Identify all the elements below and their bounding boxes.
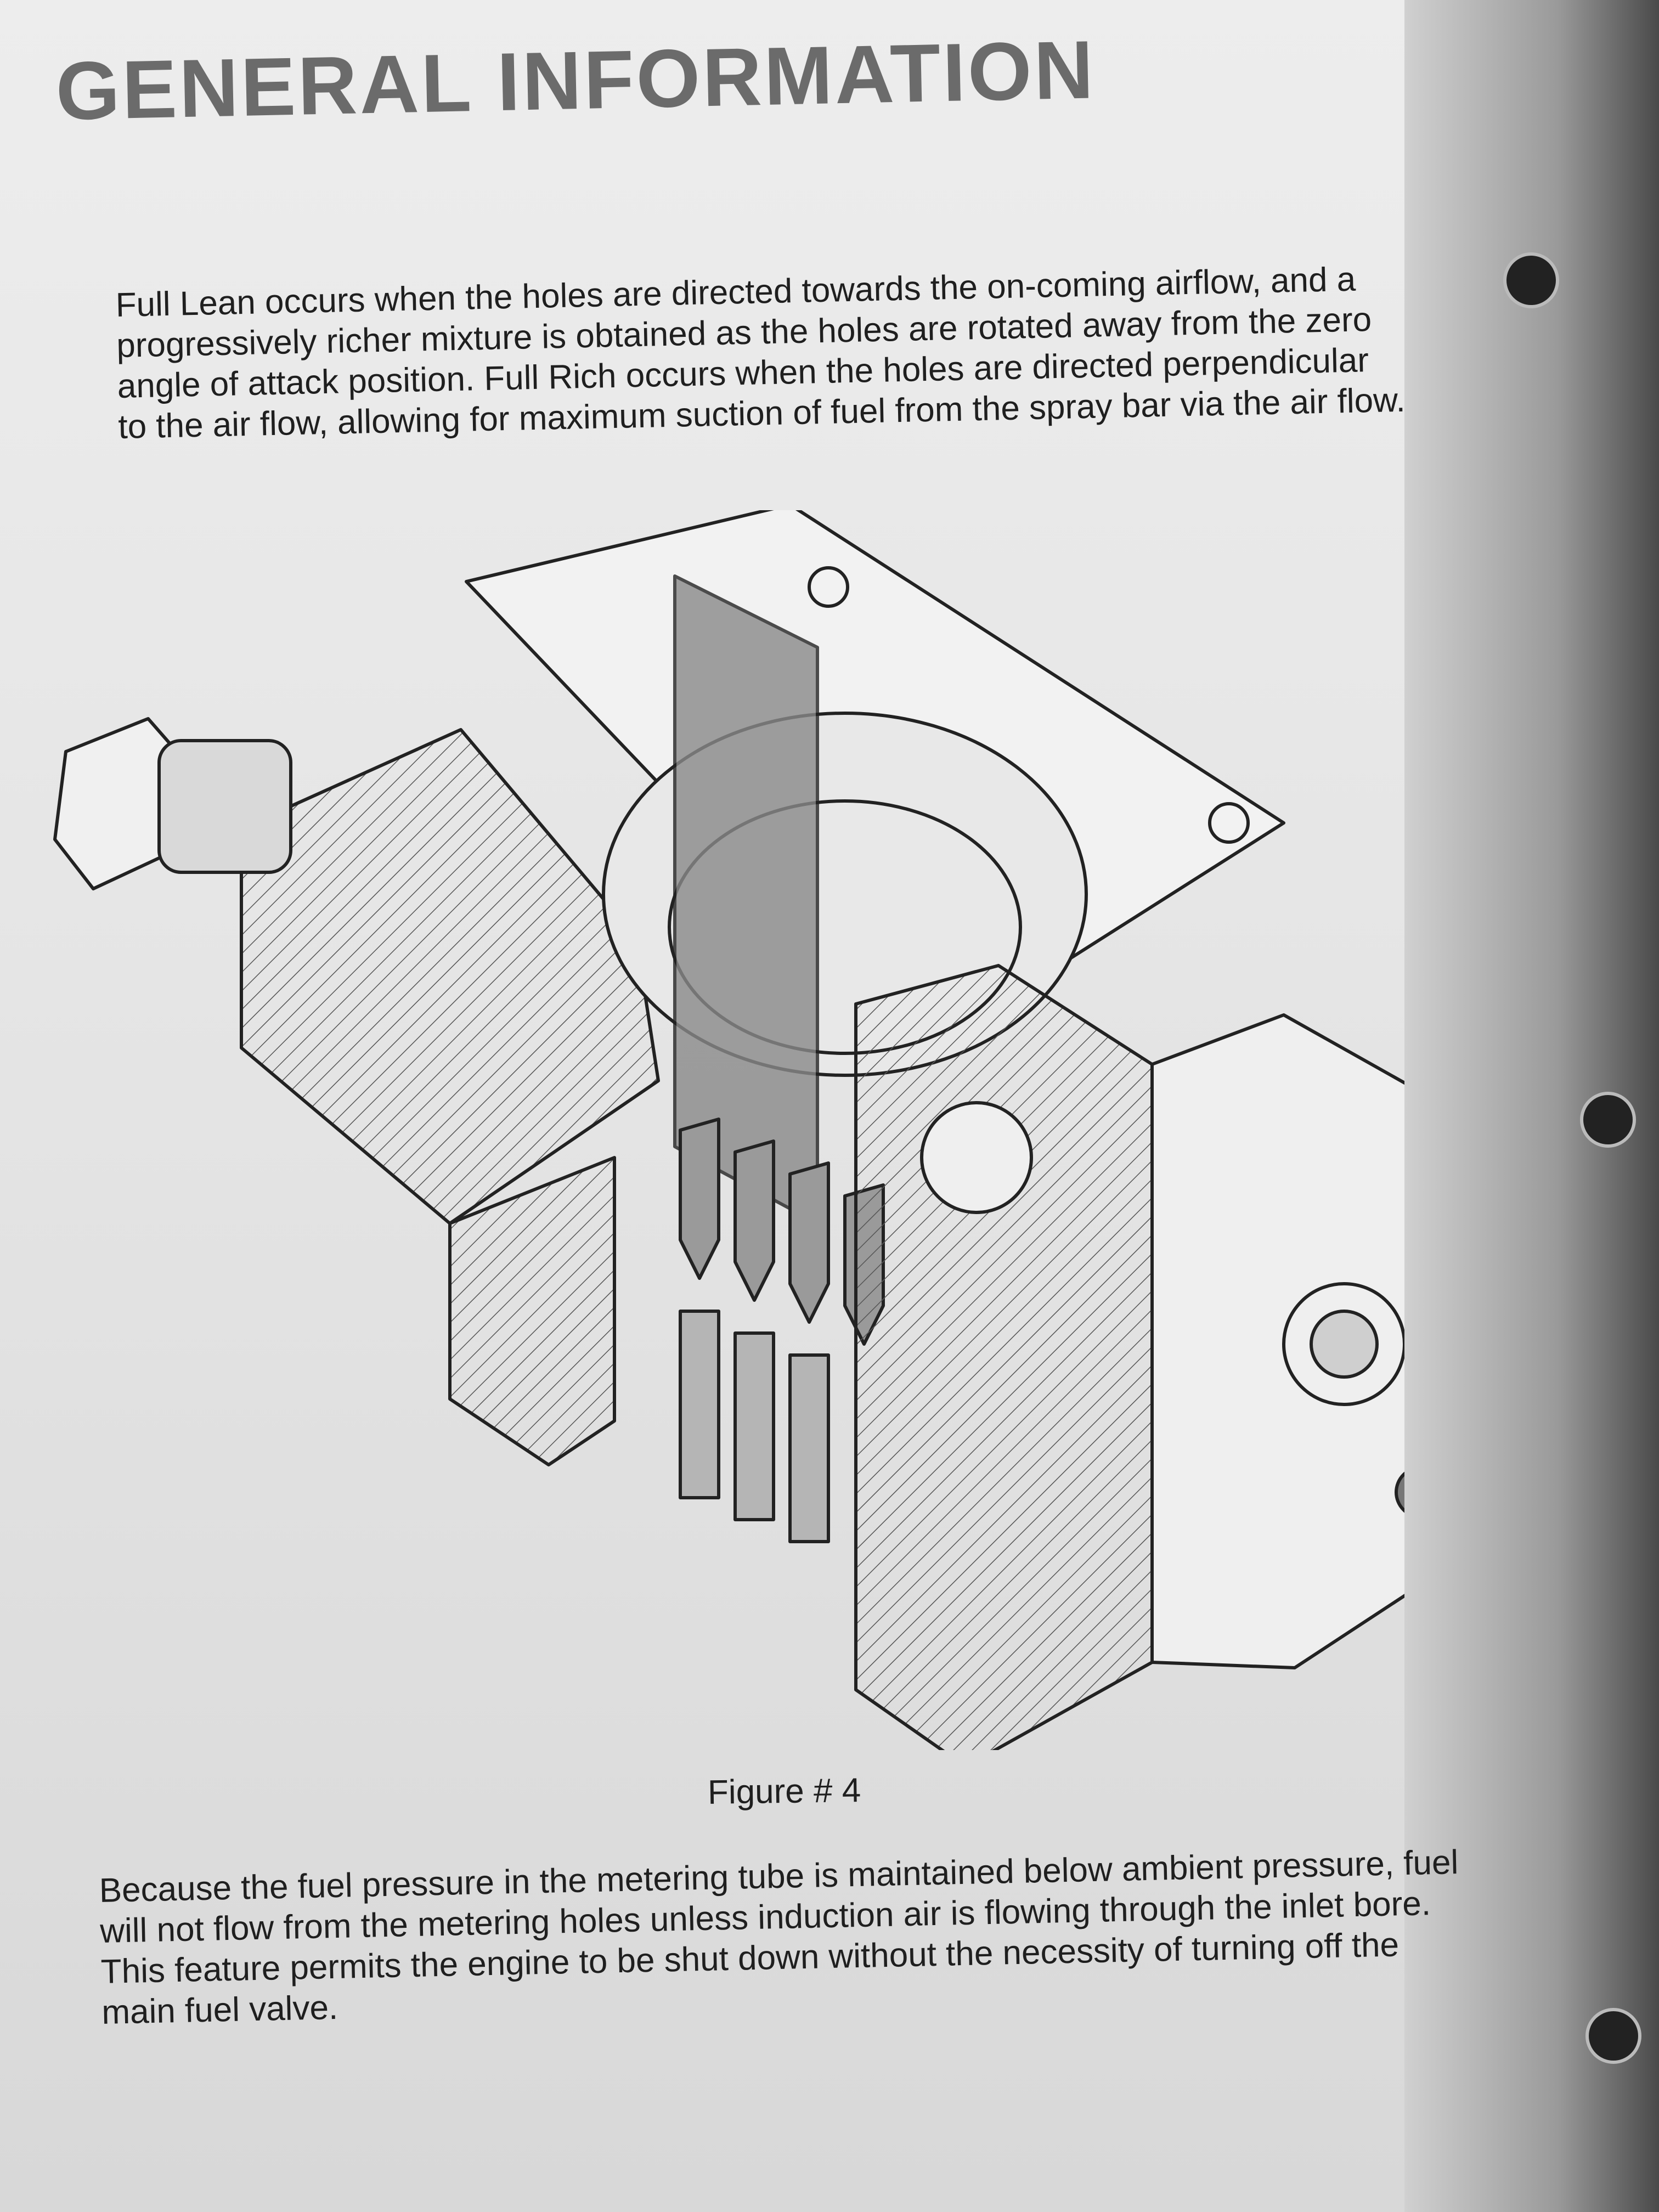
paragraph-full-lean-rich: Full Lean occurs when the holes are dire… bbox=[115, 260, 1406, 446]
paragraph-fuel-pressure: Because the fuel pressure in the meterin… bbox=[99, 1843, 1459, 2032]
binder-hole-bottom bbox=[1585, 2008, 1641, 2064]
figure-caption: Figure # 4 bbox=[707, 1771, 861, 1812]
figure-fuel-servo-cutaway bbox=[53, 510, 1404, 1750]
binder-hole-top bbox=[1503, 252, 1559, 308]
binder-hole-middle bbox=[1580, 1092, 1636, 1148]
